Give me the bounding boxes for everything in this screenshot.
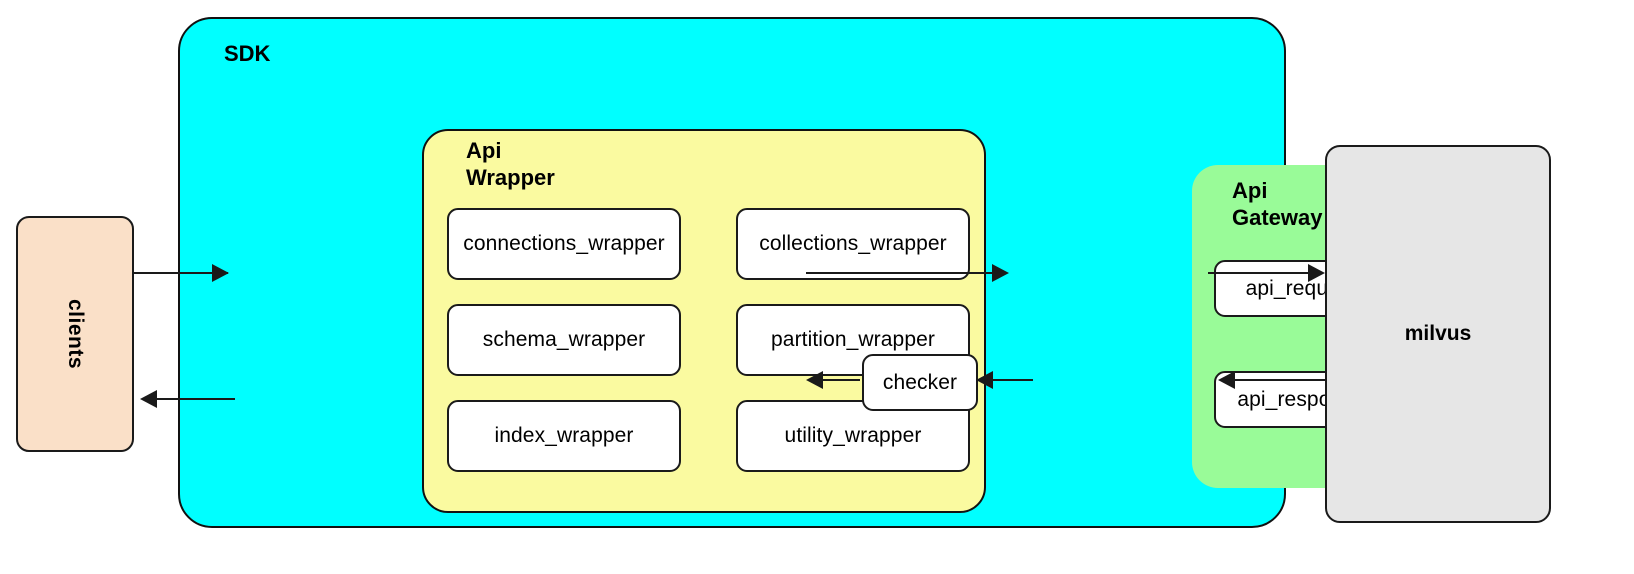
schema-wrapper-box[interactable]: schema_wrapper <box>447 304 681 376</box>
sdk-container[interactable]: SDK Api Wrapper connections_wrapper coll… <box>178 17 1419 528</box>
clients-box[interactable]: clients <box>16 216 134 452</box>
sdk-title: SDK <box>224 41 271 66</box>
arrowhead-sdk-to-clients <box>140 390 157 408</box>
api-wrapper-container[interactable]: Api Wrapper connections_wrapper collecti… <box>422 129 986 513</box>
collections-wrapper-box[interactable]: collections_wrapper <box>736 208 970 280</box>
index-wrapper-box[interactable]: index_wrapper <box>447 400 681 472</box>
api-wrapper-title: Api Wrapper <box>466 138 555 190</box>
partition-wrapper-box[interactable]: partition_wrapper <box>736 304 970 376</box>
milvus-box[interactable]: milvus <box>1325 145 1551 523</box>
milvus-label: milvus <box>1404 322 1472 345</box>
checker-box[interactable]: checker <box>862 354 978 411</box>
api-gateway-title: Api Gateway <box>1232 178 1323 230</box>
utility-wrapper-box[interactable]: utility_wrapper <box>736 400 970 472</box>
clients-label: clients <box>64 298 87 370</box>
connections-wrapper-box[interactable]: connections_wrapper <box>447 208 681 280</box>
